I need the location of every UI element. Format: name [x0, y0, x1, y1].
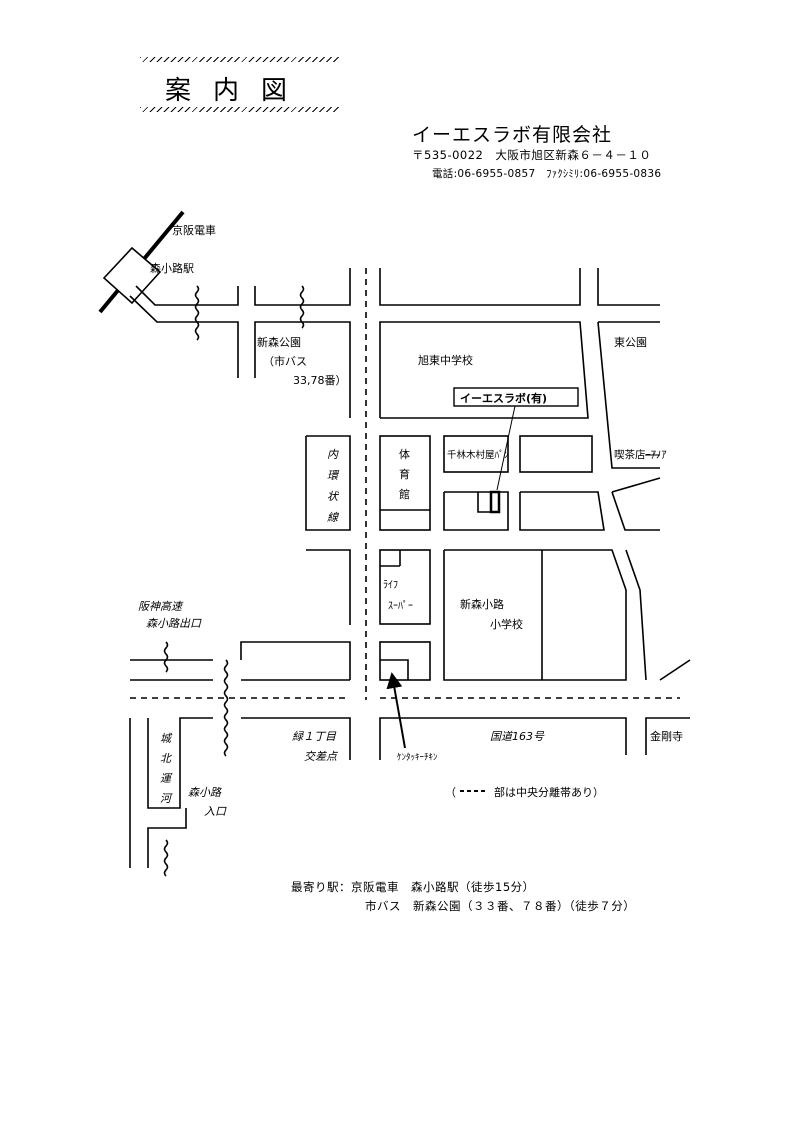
page-title: 案内図 [165, 76, 310, 106]
road-s-3 [241, 717, 351, 760]
label-entrance-1: 森小路 [188, 786, 222, 799]
canal-wave-3 [163, 641, 169, 673]
block-left-1 [305, 435, 351, 531]
company-building [489, 490, 501, 514]
label-es-2: 小学校 [490, 617, 523, 631]
block-top-left [379, 268, 581, 306]
label-keihan: 京阪電車 [172, 223, 216, 237]
company-address: 〒535-0022 大阪市旭区新森６－４－１０ [412, 148, 652, 162]
title-hatch-top [140, 57, 340, 62]
label-gym: 体育館 [399, 447, 410, 501]
label-hanshin: 阪神高速 [138, 600, 184, 613]
road-sw-2 [240, 641, 351, 680]
label-shinmori-park: 新森公園 [257, 335, 301, 349]
block-elementary [443, 549, 627, 681]
canal-wave-5 [163, 839, 169, 877]
label-joho-canal: 城北運河 [160, 732, 173, 805]
label-es-1: 新森小路 [460, 597, 504, 611]
road-nw-2 [129, 295, 239, 378]
block-gym [379, 435, 431, 531]
label-bus-numbers: 33,78番） [293, 374, 347, 387]
company-pointer [496, 405, 516, 491]
block-east-1 [519, 435, 593, 473]
block-jhs [379, 321, 589, 419]
road-s-6 [147, 808, 187, 868]
block-life-super [379, 549, 431, 625]
title-hatch-bottom [140, 107, 340, 112]
road-east-2 [611, 477, 661, 493]
road-east-3 [611, 491, 660, 531]
road-east-1 [597, 321, 660, 469]
label-entrance-2: 入口 [204, 805, 227, 818]
label-city-bus: （市バス [263, 354, 307, 368]
label-exit: 森小路出口 [146, 617, 202, 630]
canal-wave-4 [223, 659, 229, 757]
road-nw-4 [254, 321, 351, 418]
road-nw-1 [135, 285, 239, 306]
morishoji-station-building [102, 246, 162, 305]
road-east-5 [659, 659, 691, 681]
kfc-arrow [386, 672, 406, 749]
label-midori-2: 交差点 [304, 750, 339, 763]
label-median-open: （ [445, 786, 456, 799]
block-bakery [443, 435, 509, 473]
canal-wave-1 [194, 285, 200, 341]
company-contact: 電話:06-6955-0857 ﾌｧｸｼﾐﾘ:06-6955-0836 [432, 168, 662, 180]
label-midori-1: 緑１丁目 [292, 730, 337, 743]
block-kfc [379, 641, 431, 681]
road-s-2 [147, 717, 213, 809]
road-s-5 [645, 717, 690, 755]
label-company: イーエスラボ(有) [460, 391, 547, 405]
road-s-4 [379, 717, 627, 760]
label-jhs: 旭東中学校 [418, 353, 473, 367]
kfc-inner [380, 659, 409, 680]
footer-nearest-station: 最寄り駅：京阪電車 森小路駅（徒歩15分） [291, 880, 535, 894]
company-label-box [453, 387, 579, 407]
label-life-1: ﾗｲﾌ [383, 580, 398, 591]
block-left-2 [306, 549, 351, 625]
block-east-2 [519, 491, 605, 531]
road-east-4 [625, 549, 647, 681]
label-kfc: ｹﾝﾀｯｷｰﾁｷﾝ [397, 752, 438, 763]
label-kongoji: 金剛寺 [650, 729, 683, 743]
company-name: イーエスラボ有限会社 [412, 124, 613, 146]
label-morishoji-station: 森小路駅 [150, 261, 194, 275]
footer-city-bus: 市バス 新森公園（３３番、７８番）（徒歩７分） [365, 899, 636, 913]
label-median-note: 部は中央分離帯あり） [494, 785, 604, 799]
block-top-right [597, 268, 660, 306]
label-bakery: 千林木村屋ﾊﾟﾝ [447, 449, 509, 461]
label-route163: 国道163号 [490, 730, 545, 743]
road-nw-3 [254, 268, 351, 306]
block-company [443, 491, 509, 531]
label-cafe: 喫茶店ｰｱﾉｱ [614, 448, 667, 461]
label-life-2: ｽｰﾊﾟｰ [388, 600, 413, 612]
label-higashi-park: 東公園 [614, 336, 647, 349]
label-inner-loop: 内環状線 [327, 448, 340, 524]
company-building-edge [477, 492, 491, 513]
